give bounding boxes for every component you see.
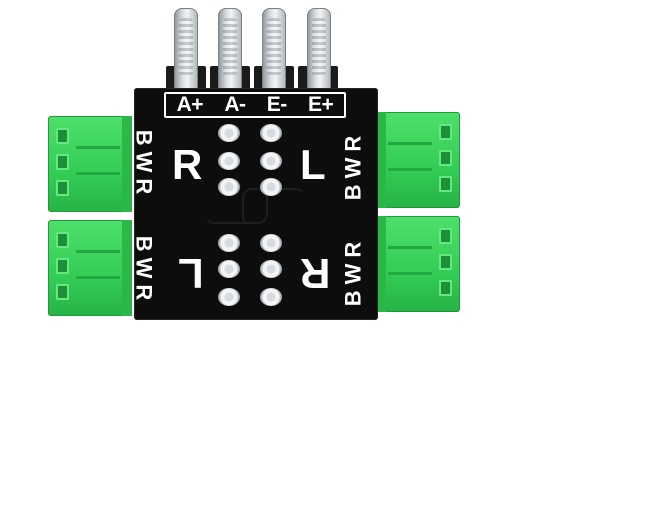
header-pin-a-minus: [218, 8, 242, 96]
channel-label-top-left: R: [172, 141, 203, 188]
terminal-block-top-left: [48, 116, 132, 212]
terminal-block-bottom-right: [376, 216, 460, 312]
terminal-block-top-right: [376, 112, 460, 208]
solder-pad: [218, 124, 240, 142]
header-pin-e-minus: [262, 8, 286, 96]
header-pin-a-plus: [174, 8, 198, 96]
solder-pad: [260, 260, 282, 278]
silkscreen-bwr-left-bottom: BWR: [131, 235, 157, 307]
solder-pad: [218, 178, 240, 196]
pcb-trace: [204, 180, 268, 224]
solder-pad: [260, 124, 282, 142]
solder-pad: [218, 260, 240, 278]
channel-label-top-right: L: [300, 141, 326, 188]
pin-label: A-: [224, 93, 246, 116]
solder-pad: [260, 234, 282, 252]
channel-label-bottom-right: R: [300, 250, 331, 297]
solder-pad: [218, 234, 240, 252]
pin-label: E+: [308, 93, 334, 116]
pcb-board: [134, 88, 378, 320]
terminal-block-bottom-left: [48, 220, 132, 316]
solder-pad: [260, 178, 282, 196]
pin-label-bar: A+ A- E- E+: [164, 92, 346, 118]
silkscreen-bwr-right-bottom: BWR: [340, 235, 366, 307]
solder-pad: [218, 152, 240, 170]
solder-pad: [260, 152, 282, 170]
solder-pad: [218, 288, 240, 306]
silkscreen-bwr-right-top: BWR: [340, 129, 366, 201]
channel-label-bottom-left: L: [178, 250, 204, 297]
pin-label: E-: [266, 93, 288, 116]
pin-label: A+: [176, 93, 204, 116]
header-pin-e-plus: [307, 8, 331, 96]
solder-pad: [260, 288, 282, 306]
silkscreen-bwr-left-top: BWR: [131, 129, 157, 201]
